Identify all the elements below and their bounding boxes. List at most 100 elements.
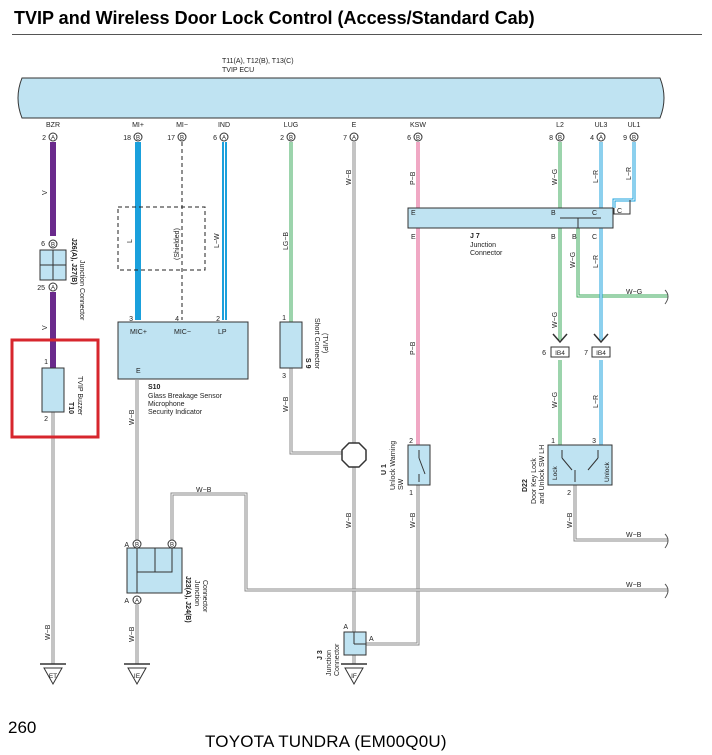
wire-bzr-v-upper [50,142,56,236]
page-number: 260 [8,718,37,737]
wire-s9-splice [289,368,354,455]
ecu-pin-name: LUG [284,122,298,129]
wire-label-p-b-top: P−B [410,171,417,185]
s10-line3: Security Indicator [148,409,203,416]
title-divider [12,34,702,35]
wire-mi-plus [135,142,141,320]
ecu-pin-connector: B [289,136,293,142]
ecu-pin-name: UL1 [628,122,641,129]
wire-label-shielded: (Shielded) [174,228,181,260]
wire-d22-ground [573,485,668,542]
wire-label-w-b-et: W−B [45,624,52,640]
j3-name2-label: Connector [334,643,341,676]
ecu-pin-name: UL3 [595,122,608,129]
wire-label-w-b-ie: W−B [129,626,136,642]
s10-mic-minus: MIC− [174,329,191,336]
s9-name2-label: (TVIP) [321,333,328,353]
svg-text:C: C [592,234,597,241]
t10-id-label: T10 [67,402,74,414]
wire-label-w-b-d22: W−B [567,512,574,528]
ecu-pin-number: 8 [549,135,553,142]
svg-text:IB4: IB4 [555,350,565,357]
ground-ie-symbol: IE [124,663,150,686]
ecu-pin-name: KSW [410,122,426,129]
j26-id-label: J26(A), J27(B) [70,238,77,285]
ecu-pin-number: 17 [167,135,175,142]
wire-label-w-b-e: W−B [346,169,353,185]
j26-name-label: Junction Connector [78,260,85,321]
s9-id-label: S 9 [304,358,311,369]
wire-bzr-v-lower [50,292,56,368]
ecu-pin-connector: B [558,136,562,142]
svg-text:B: B [170,543,174,549]
s10-id-label: S10 [148,384,161,391]
j3-name-label: Junction [326,650,333,676]
u1-name2-label: SW [398,478,405,490]
ecu-pin-terminal [596,132,606,142]
svg-text:3: 3 [282,373,286,380]
ground-et-label: ET [49,673,57,680]
ecu-pin-name: E [352,122,357,129]
j7-id-label: J 7 [470,233,480,240]
ecu-pin-terminal [413,132,423,142]
d22-switch-box [547,444,613,486]
svg-text:E: E [411,234,416,241]
ecu-pin-terminal [286,132,296,142]
ecu-pin-connector: A [222,136,226,142]
svg-text:6: 6 [41,241,45,248]
ecu-pin-connector: A [599,136,603,142]
ecu-pin-number: 4 [590,135,594,142]
svg-text:3: 3 [592,438,596,445]
splice-point [341,442,367,468]
ecu-pin-terminal [629,132,639,142]
s9-connector-box [279,321,303,369]
wire-label-w-b-s10: W−B [129,409,136,425]
ecu-pin-terminal [219,132,229,142]
svg-text:B: B [51,243,55,249]
wire-label-w-g-right: W−G [626,289,642,296]
wire-label-w-b-e-mid: W−B [346,512,353,528]
svg-text:A: A [51,286,55,292]
ecu-pin-group: BZRA2MI+B18MI−B17INDA6LUGB2EA7KSWB6L2B8U… [42,122,640,142]
footer-model-label: TOYOTA TUNDRA (EM00Q0U) [205,732,447,751]
svg-text:7: 7 [584,350,588,357]
j23-name-label: Junction [193,580,200,606]
svg-text:A: A [124,598,129,605]
j23-name2-label: Connector [201,580,208,613]
wire-label-w-b-right1: W−B [626,532,642,539]
ecu-pin-number: 2 [280,135,284,142]
wire-label-w-b-loop: W−B [196,487,212,494]
svg-text:A: A [343,624,348,631]
wire-label-w-b-s9: W−B [283,396,290,412]
svg-text:B: B [551,210,556,217]
s10-lp: LP [218,329,227,336]
ib4-left-connector [550,346,570,358]
ecu-connectors-label: T11(A), T12(B), T13(C) [222,58,294,65]
ecu-pin-terminal [48,132,58,142]
wire-label-l-r-mid: L−R [593,255,600,268]
j7-junction-box [407,207,614,229]
s10-mic-plus: MIC+ [130,329,147,336]
d22-unlock-label: Unlock [604,461,611,482]
wire-label-l: L [127,239,134,243]
ecu-pin-name: IND [218,122,230,129]
svg-text:3: 3 [129,316,133,323]
ecu-pin-name: MI+ [132,122,144,129]
ecu-pin-name: MI− [176,122,188,129]
ecu-pin-terminal [133,132,143,142]
ecu-pin-connector: A [352,136,356,142]
svg-text:4: 4 [175,316,179,323]
wire-label-lg-b: LG−B [283,232,290,250]
d22-id-label: D22 [522,479,529,492]
svg-text:C: C [617,208,622,215]
d22-name-label: Door Key Lock [531,458,538,504]
svg-text:1: 1 [409,490,413,497]
wire-label-w-g-top: W−G [552,169,559,185]
s10-line1: Glass Breakage Sensor [148,393,223,400]
page-title: TVIP and Wireless Door Lock Control (Acc… [14,8,535,28]
svg-text:B: B [572,234,577,241]
svg-text:E: E [411,210,416,217]
wire-label-w-b-u1: W−B [410,512,417,528]
ground-if-symbol: IF [341,663,367,686]
